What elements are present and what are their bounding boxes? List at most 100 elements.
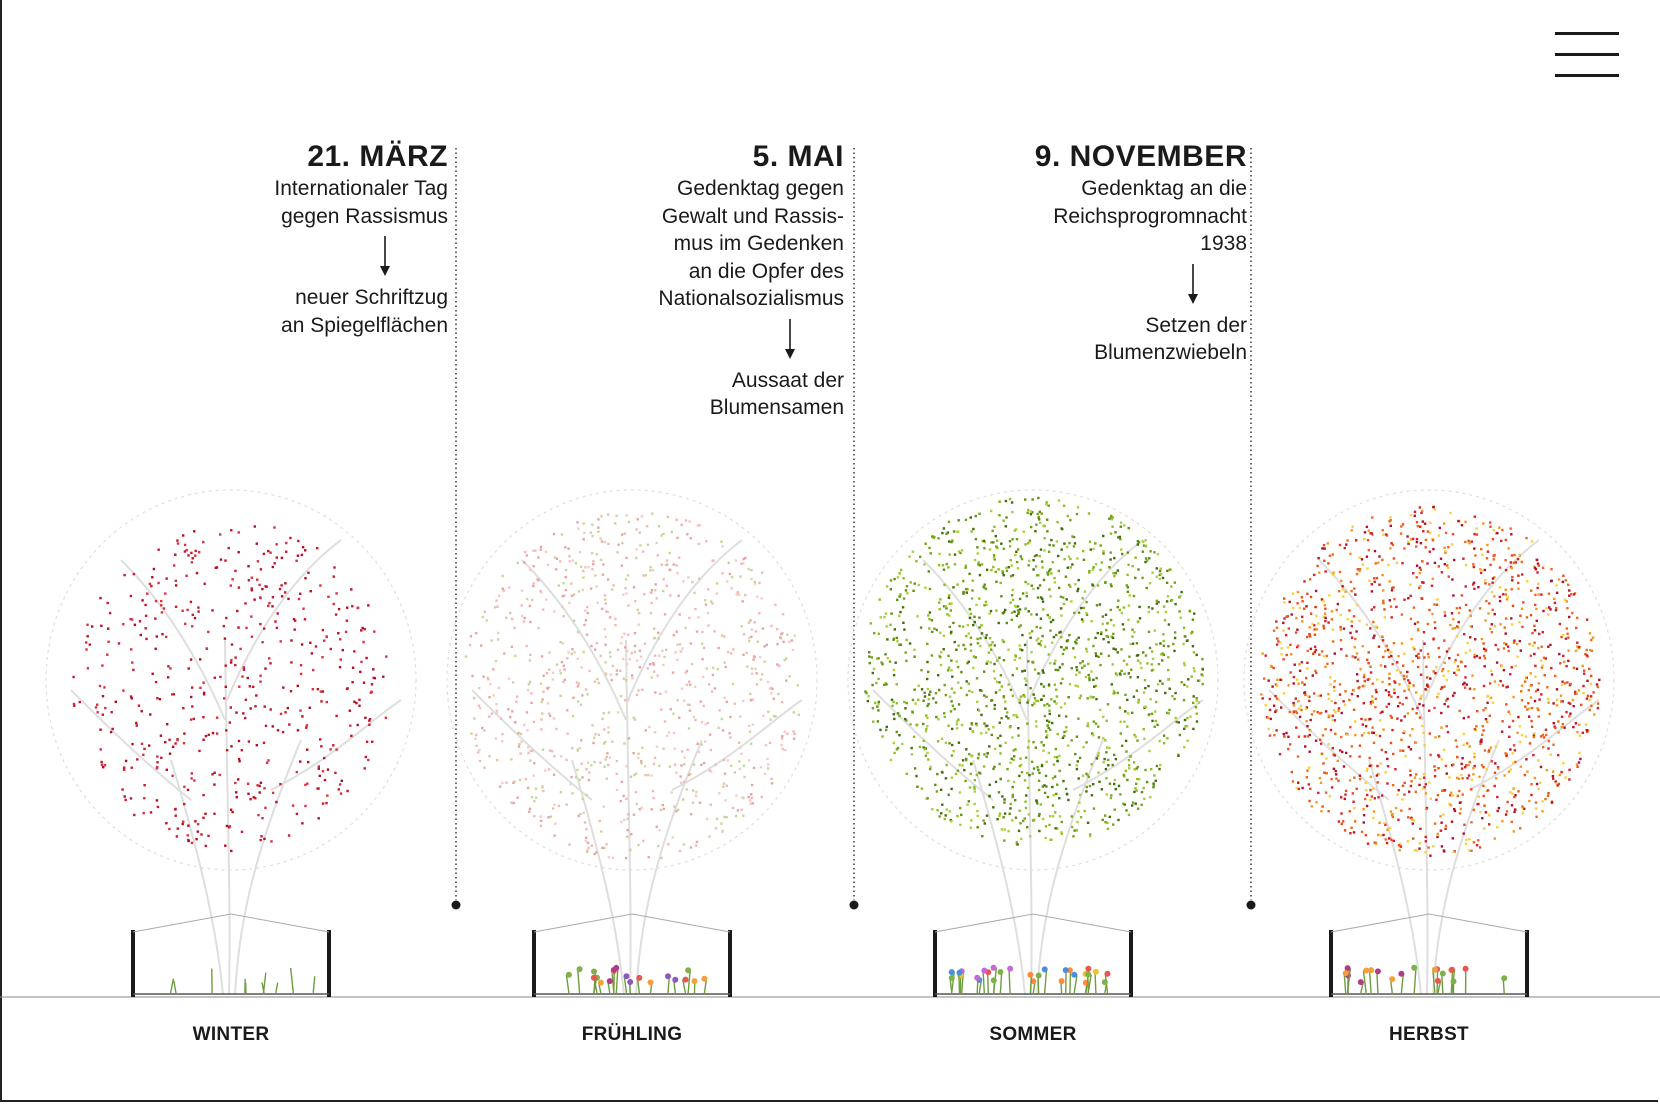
leaf-dot — [602, 805, 605, 808]
leaf-dot — [721, 729, 725, 732]
leaf-dot — [1324, 607, 1327, 610]
leaf-dot — [1419, 649, 1422, 652]
leaf-dot — [1572, 666, 1576, 669]
leaf-dot — [700, 642, 704, 645]
leaf-dot — [204, 844, 207, 848]
leaf-dot — [194, 820, 197, 823]
leaf-dot — [695, 630, 699, 633]
leaf-dot — [1423, 522, 1427, 525]
leaf-dot — [1048, 823, 1051, 827]
leaf-dot — [1122, 773, 1125, 777]
leaf-dot — [1047, 550, 1051, 553]
leaf-dot — [676, 658, 679, 662]
leaf-dot — [186, 788, 190, 792]
leaf-dot — [224, 559, 227, 562]
leaf-dot — [1360, 830, 1364, 834]
leaf-dot — [470, 732, 473, 735]
leaf-dot — [1535, 782, 1539, 786]
event-november-9: 9. NOVEMBER Gedenktag an die Reichsprogr… — [960, 140, 1247, 367]
leaf-dot — [633, 632, 637, 635]
leaf-dot — [530, 796, 534, 799]
leaf-dot — [316, 787, 319, 790]
leaf-dot — [1044, 836, 1047, 840]
leaf-dot — [620, 533, 624, 536]
leaf-dot — [1454, 739, 1457, 742]
leaf-dot — [1034, 530, 1037, 533]
leaf-dot — [1418, 702, 1421, 706]
hamburger-menu-icon[interactable] — [1555, 32, 1619, 80]
leaf-dot — [1504, 632, 1507, 635]
leaf-dot — [1374, 625, 1377, 628]
leaf-dot — [892, 700, 895, 704]
leaf-dot — [1434, 672, 1437, 675]
leaf-dot — [1376, 781, 1379, 784]
leaf-dot — [1547, 739, 1550, 743]
leaf-dot — [1035, 625, 1038, 629]
leaf-dot — [1276, 678, 1279, 681]
leaf-dot — [1051, 804, 1055, 807]
leaf-dot — [1026, 786, 1030, 789]
leaf-dot — [1489, 746, 1493, 749]
leaf-dot — [877, 657, 880, 660]
leaf-dot — [1047, 504, 1050, 507]
leaf-dot — [154, 617, 157, 620]
leaf-dot — [940, 812, 943, 815]
leaf-dot — [1343, 829, 1347, 832]
leaf-dot — [679, 775, 682, 778]
leaf-dot — [1146, 559, 1149, 562]
leaf-dot — [1050, 572, 1053, 575]
leaf-dot — [1373, 580, 1376, 583]
leaf-dot — [1421, 520, 1424, 523]
leaf-dot — [495, 709, 498, 713]
leaf-dot — [1424, 851, 1427, 854]
leaf-dot — [551, 671, 555, 674]
leaf-dot — [1468, 609, 1472, 612]
leaf-dot — [183, 785, 186, 788]
leaf-dot — [1132, 594, 1136, 598]
leaf-dot — [250, 635, 254, 638]
leaf-dot — [637, 612, 641, 615]
leaf-dot — [1415, 712, 1418, 715]
leaf-dot — [697, 750, 701, 754]
leaf-dot — [532, 774, 535, 777]
leaf-dot — [784, 748, 787, 752]
leaf-dot — [1381, 639, 1385, 642]
leaf-dot — [946, 531, 950, 534]
leaf-dot — [600, 607, 604, 610]
leaf-dot — [1483, 657, 1487, 660]
leaf-dot — [608, 756, 612, 759]
leaf-dot — [563, 594, 566, 597]
leaf-dot — [663, 655, 666, 659]
leaf-dot — [168, 752, 172, 755]
leaf-dot — [223, 697, 226, 700]
leaf-dot — [738, 760, 741, 763]
leaf-dot — [993, 707, 996, 710]
leaf-dot — [979, 637, 982, 640]
leaf-dot — [1280, 706, 1283, 709]
leaf-dot — [191, 613, 194, 617]
leaf-dot — [758, 612, 761, 615]
leaf-dot — [969, 826, 972, 829]
plant-flower — [956, 969, 963, 976]
leaf-dot — [1009, 559, 1012, 562]
leaf-dot — [99, 596, 102, 600]
leaf-dot — [1340, 822, 1343, 826]
leaf-dot — [1443, 702, 1446, 706]
leaf-dot — [1195, 699, 1198, 702]
leaf-dot — [1362, 821, 1365, 824]
leaf-dot — [472, 696, 476, 700]
leaf-dot — [1569, 682, 1572, 686]
leaf-dot — [880, 661, 883, 664]
leaf-dot — [790, 639, 794, 642]
leaf-dot — [1069, 519, 1072, 522]
leaf-dot — [944, 741, 948, 744]
leaf-dot — [1416, 849, 1419, 852]
leaf-dot — [788, 640, 791, 643]
leaf-dot — [1403, 652, 1406, 656]
leaf-dot — [1519, 614, 1522, 617]
leaf-dot — [1373, 797, 1376, 800]
leaf-dot — [1330, 610, 1334, 613]
leaf-dot — [620, 642, 623, 645]
leaf-dot — [1490, 760, 1494, 763]
leaf-dot — [1073, 542, 1077, 545]
